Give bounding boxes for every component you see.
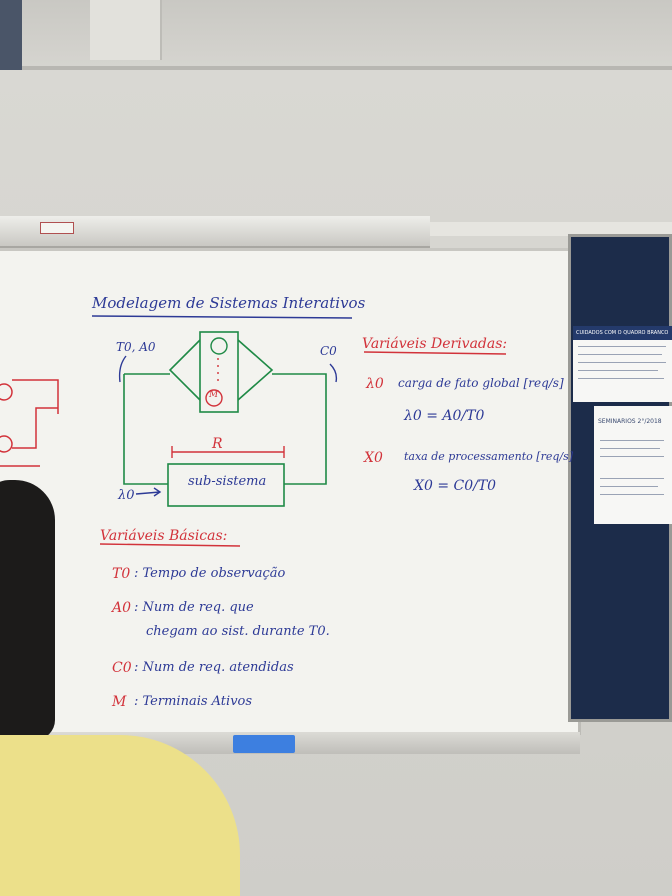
server-left-wedge (168, 339, 201, 401)
diagram-label-lambda: λ0 (118, 488, 135, 503)
student-head (0, 480, 55, 740)
loop-right (272, 373, 327, 485)
notice-poster-header: CUIDADOS COM O QUADRO BRANCO (573, 326, 672, 340)
basic-symbol: M (112, 694, 127, 710)
basic-symbol: T0 (112, 566, 131, 582)
basic-symbol: A0 (112, 600, 132, 616)
basic-heading: Variáveis Básicas: (100, 528, 228, 544)
basic-text: chegam ao sist. durante T0. (146, 624, 330, 639)
rail-bar (430, 222, 672, 236)
basic-text: : Num de req. atendidas (134, 660, 294, 675)
notice-text-line (600, 494, 664, 495)
diagram-label-m: M (209, 390, 219, 400)
diagram-label-subsystem: sub-sistema (188, 474, 267, 489)
rail-sticker (40, 222, 74, 234)
basic-text: : Terminais Ativos (134, 694, 253, 709)
subsystem-box (167, 463, 285, 507)
system-diagram (123, 331, 327, 507)
board-title: Modelagem de Sistemas Interativos (92, 294, 366, 312)
diagram-label-in: T0, A0 (116, 340, 156, 354)
left-edge-red-sketch (0, 379, 59, 467)
whiteboard-drawings (0, 315, 507, 547)
r-dimension (171, 446, 285, 458)
ceiling-panel (90, 0, 162, 60)
whiteboard (0, 248, 581, 735)
title-underline (91, 315, 353, 319)
whiteboard-eraser (233, 735, 295, 753)
derived-text: taxa de processamento [req/s] (404, 450, 574, 463)
notice-text-line (600, 478, 664, 479)
derived-formula: X0 = C0/T0 (414, 478, 497, 494)
derived-formula: λ0 = A0/T0 (404, 408, 485, 424)
notice-text-line (600, 448, 660, 449)
flow-arrows (118, 355, 338, 497)
notice-text-line (578, 370, 658, 371)
notice-text-line (578, 354, 662, 355)
notice-text-line (600, 486, 658, 487)
notice-text-line (578, 362, 666, 363)
basic-underline (99, 543, 241, 547)
server-right-wedge (237, 339, 274, 401)
derived-symbol: X0 (364, 450, 383, 466)
server-symbols (205, 337, 228, 407)
diagram-label-r: R (212, 436, 223, 452)
derived-underline (363, 351, 507, 355)
basic-text: : Tempo de observação (134, 566, 286, 581)
server-box (199, 331, 239, 413)
seminar-poster (594, 406, 672, 524)
seminar-poster-title: SEMINÁRIOS 2°/2018 (598, 418, 662, 425)
notice-text-line (578, 378, 664, 379)
basic-text: : Num de req. que (134, 600, 254, 615)
notice-text-line (600, 440, 664, 441)
notice-text-line (578, 346, 666, 347)
notice-text-line (600, 456, 664, 457)
loop-left (123, 374, 168, 485)
derived-text: carga de fato global [req/s] (398, 376, 564, 390)
ceiling-edge (0, 66, 672, 70)
derived-heading: Variáveis Derivadas: (362, 336, 508, 352)
diagram-label-out: C0 (320, 344, 337, 358)
basic-symbol: C0 (112, 660, 132, 676)
derived-symbol: λ0 (366, 376, 384, 392)
